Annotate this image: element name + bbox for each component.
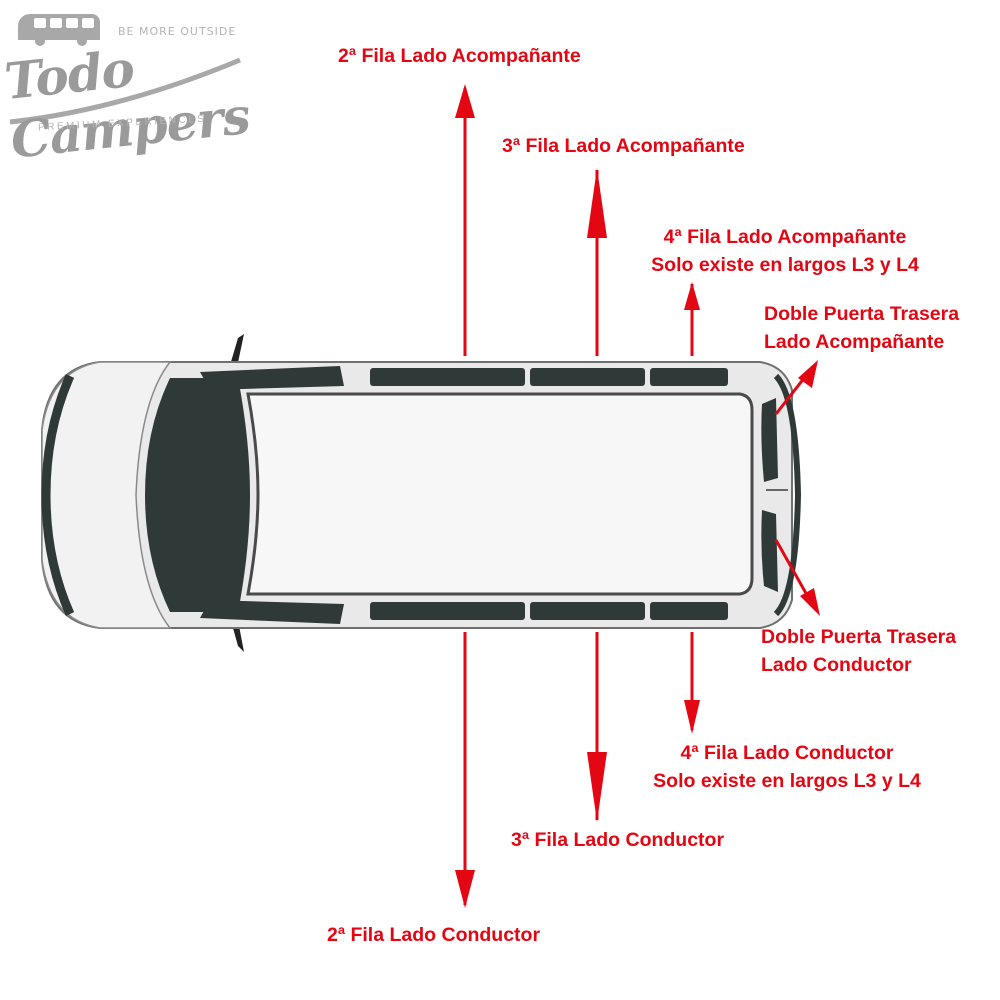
window-row2-bottom	[370, 602, 525, 620]
logo-tagline: BE MORE OUTSIDE	[118, 25, 237, 38]
van-roof	[246, 392, 754, 596]
label-line: Lado Acompañante	[764, 331, 945, 353]
front-bumper	[41, 374, 75, 616]
todo-campers-logo: BE MORE OUTSIDE Todo Campers PREMIUM EXP…	[0, 0, 260, 170]
van-top-view	[41, 334, 802, 652]
van-hood	[41, 361, 172, 629]
label-line: Solo existe en largos L3 y L4	[651, 254, 919, 276]
label-fila2-acompanante: 2ª Fila Lado Acompañante	[338, 45, 581, 67]
label-line: 4ª Fila Lado Conductor	[680, 742, 894, 764]
label-fila4-conductor: 4ª Fila Lado Conductor Solo existe en la…	[624, 739, 950, 795]
windshield	[145, 378, 250, 612]
label-line: 4ª Fila Lado Acompañante	[663, 226, 907, 248]
label-line: Solo existe en largos L3 y L4	[653, 770, 921, 792]
label-line: Lado Conductor	[761, 654, 912, 676]
label-fila4-acompanante: 4ª Fila Lado Acompañante Solo existe en …	[622, 223, 948, 279]
label-line: Doble Puerta Trasera	[761, 626, 957, 648]
label-puerta-acompanante: Doble Puerta Trasera Lado Acompañante	[764, 300, 959, 356]
rear-bumper	[773, 373, 802, 617]
label-line: Doble Puerta Trasera	[764, 303, 960, 325]
window-front-bottom	[200, 600, 344, 624]
label-fila3-acompanante: 3ª Fila Lado Acompañante	[502, 135, 745, 157]
window-row2-top	[370, 368, 525, 386]
window-front-top	[200, 366, 344, 390]
label-puerta-conductor: Doble Puerta Trasera Lado Conductor	[761, 623, 956, 679]
window-row4-bottom	[650, 602, 728, 620]
label-fila2-conductor: 2ª Fila Lado Conductor	[327, 924, 541, 946]
window-row3-bottom	[530, 602, 645, 620]
arrows	[455, 84, 820, 908]
rear-window-bottom	[761, 510, 778, 592]
window-row3-top	[530, 368, 645, 386]
van-logo-icon	[9, 14, 241, 125]
window-row4-top	[650, 368, 728, 386]
rear-window-top	[761, 398, 778, 482]
label-fila3-conductor: 3ª Fila Lado Conductor	[511, 829, 725, 851]
